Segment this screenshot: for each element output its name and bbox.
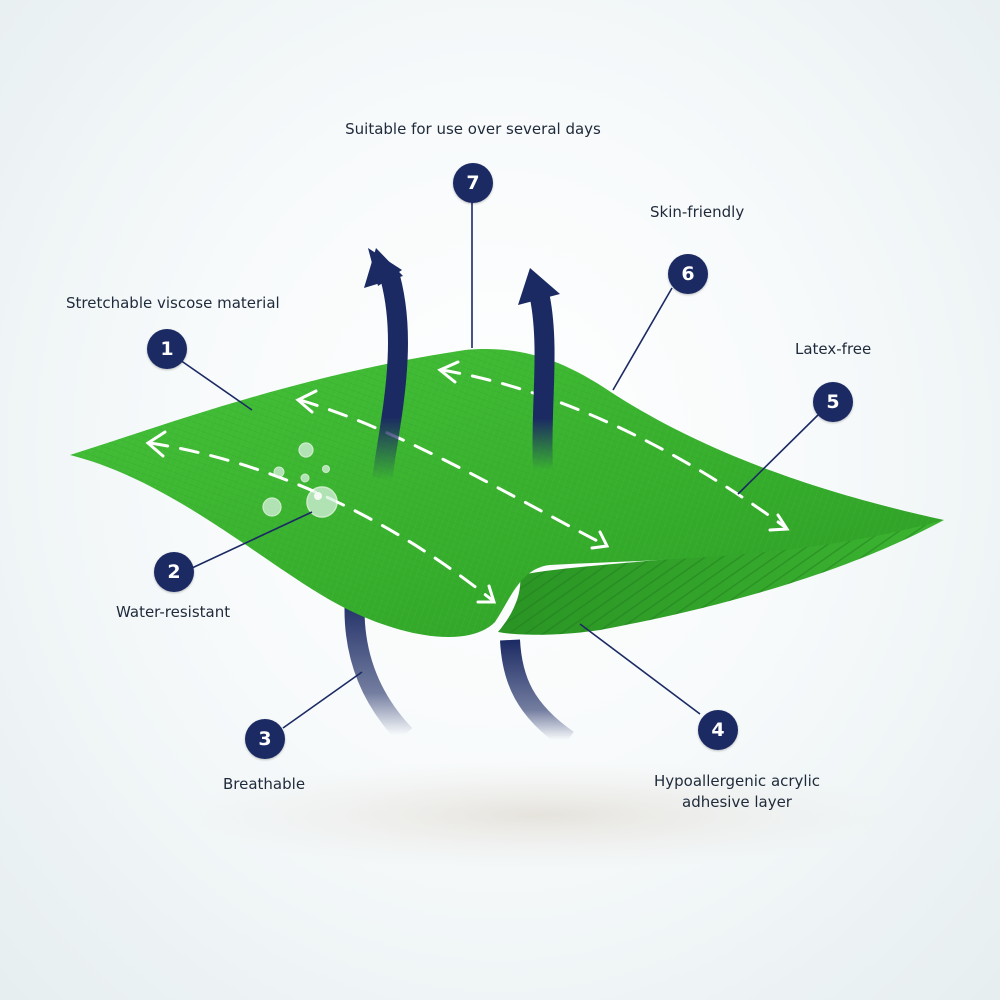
feature-badge-4: 4 [698, 710, 738, 750]
feature-badge-3: 3 [245, 719, 285, 759]
stretch-arrows [145, 360, 790, 604]
breathable-arrow-left-head-shape [364, 248, 403, 288]
feature-label-3: Breathable [223, 775, 306, 793]
feature-label-5: Latex-free [795, 340, 872, 358]
water-droplets [262, 442, 338, 518]
feature-label-2: Water-resistant [116, 603, 231, 621]
leader-lines [179, 202, 819, 729]
feature-badge-2: 2 [154, 552, 194, 592]
feature-badge-5: 5 [813, 382, 853, 422]
feature-badge-7: 7 [453, 163, 493, 203]
breathable-arrow-right-lower [500, 639, 574, 749]
feature-label-7: Suitable for use over several days [345, 120, 601, 138]
feature-badge-6: 6 [668, 254, 708, 294]
feature-badge-1: 1 [147, 329, 187, 369]
feature-label-1: Stretchable viscose material [66, 294, 280, 312]
feature-label-6: Skin-friendly [650, 203, 745, 221]
ground-shadow [180, 760, 900, 870]
feature-label-4: Hypoallergenic acrylic adhesive layer [653, 772, 821, 811]
breathable-arrow-right-head-shape [518, 268, 560, 305]
adhesive-layer-stripes [498, 520, 944, 635]
breathable-arrow-left-upper [372, 267, 408, 482]
breathable-arrow-right-upper [530, 296, 555, 471]
